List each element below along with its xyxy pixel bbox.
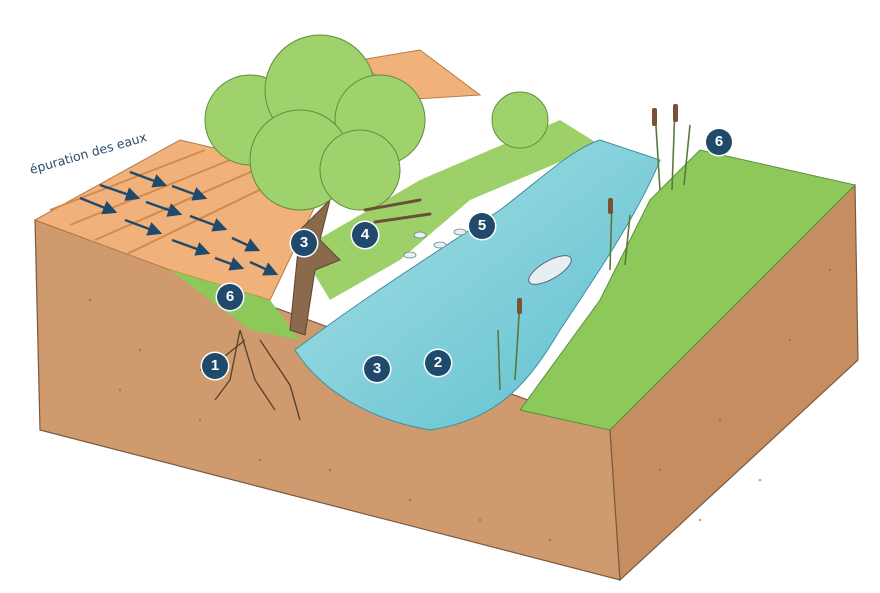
- shrub: [492, 92, 548, 148]
- marker-4: 4: [352, 222, 378, 248]
- marker-3-riverbed: 3: [364, 356, 390, 382]
- marker-5: 5: [469, 213, 495, 239]
- marker-6-left: 6: [217, 284, 243, 310]
- marker-1: 1: [202, 353, 228, 379]
- marker-6-right: 6: [706, 129, 732, 155]
- marker-2: 2: [425, 350, 451, 376]
- marker-3-tree: 3: [291, 230, 317, 256]
